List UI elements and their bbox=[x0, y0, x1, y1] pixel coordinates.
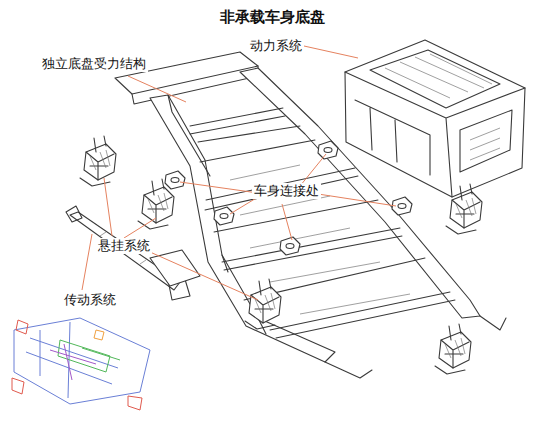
drive-shaft bbox=[66, 206, 200, 300]
engine-block bbox=[345, 40, 525, 197]
body-mount bbox=[165, 141, 412, 255]
part-label: 独立底盘受力结构 bbox=[40, 56, 148, 72]
part-label: 车身连接处 bbox=[252, 183, 321, 199]
leader-line bbox=[82, 46, 396, 300]
ladder-frame bbox=[115, 52, 506, 378]
part-label: 动力系统 bbox=[248, 38, 304, 54]
color-chassis-sketch bbox=[12, 318, 150, 410]
diagram-title: 非承载车身底盘 bbox=[220, 8, 325, 26]
part-label: 悬挂系统 bbox=[96, 238, 152, 254]
part-label: 传动系统 bbox=[62, 292, 118, 308]
